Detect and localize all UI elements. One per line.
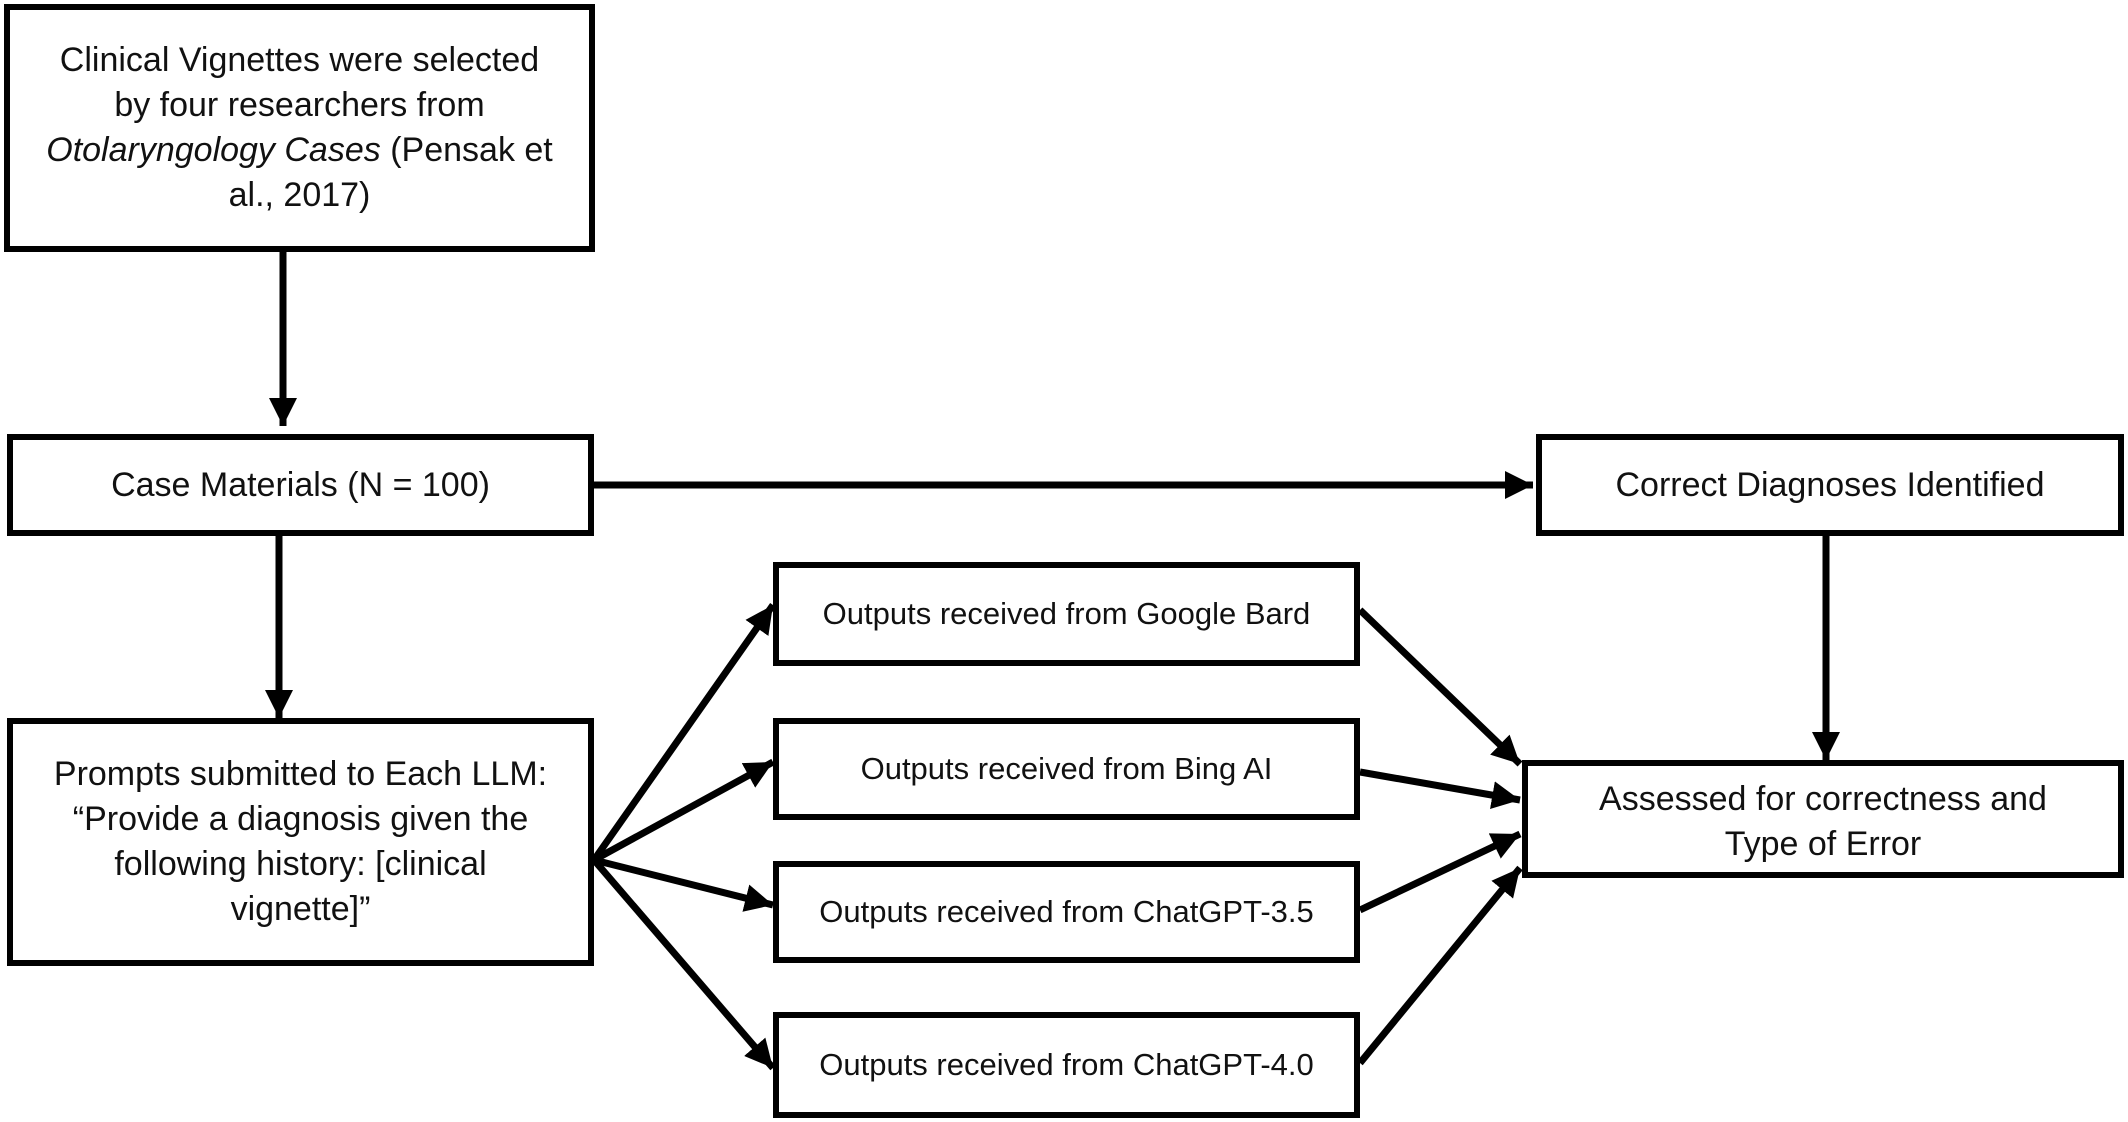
assessed-line-1: Assessed for correctness and — [1599, 780, 2047, 819]
prompts-line-1: Prompts submitted to Each LLM: — [53, 755, 548, 794]
node-output-google-bard: Outputs received from Google Bard — [773, 562, 1360, 666]
arrow-gpt40-to-assessed — [1357, 865, 1523, 1066]
arrow-gpt35-to-assessed — [1358, 830, 1522, 914]
vignettes-line-3: Otolaryngology Cases (Pensak et — [46, 128, 553, 173]
prompts-line-3: following history: [clinical — [114, 845, 487, 883]
output-gpt40-label: Outputs received from ChatGPT-4.0 — [819, 1046, 1314, 1082]
vignettes-line-2: by four researchers from — [114, 86, 485, 125]
arrow-prompts-to-bing — [592, 758, 775, 864]
arrow-prompts-to-gpt35 — [593, 856, 774, 912]
output-gpt35-label: Outputs received from ChatGPT-3.5 — [819, 893, 1314, 929]
prompts-line-4: vignette]” — [230, 889, 371, 928]
node-output-chatgpt-35: Outputs received from ChatGPT-3.5 — [773, 861, 1360, 963]
node-output-chatgpt-40: Outputs received from ChatGPT-4.0 — [773, 1012, 1360, 1118]
vignettes-line-1: Clinical Vignettes were selected — [59, 41, 540, 80]
node-prompts: Prompts submitted to Each LLM: “Provide … — [7, 718, 594, 966]
node-correct-diagnoses: Correct Diagnoses Identified — [1536, 434, 2124, 536]
arrow-bard-to-assessed — [1357, 607, 1523, 767]
arrow-prompts-to-gpt40 — [591, 857, 776, 1071]
assessed-line-2: Type of Error — [1724, 825, 1922, 863]
node-output-bing-ai: Outputs received from Bing AI — [773, 718, 1360, 820]
output-bing-label: Outputs received from Bing AI — [860, 750, 1273, 786]
node-case-materials: Case Materials (N = 100) — [7, 434, 594, 536]
arrow-bing-to-assessed — [1359, 768, 1521, 809]
vignettes-line-4: al., 2017) — [228, 175, 371, 214]
node-assessed: Assessed for correctness and Type of Err… — [1522, 760, 2124, 878]
book-title: Otolaryngology Cases — [46, 131, 381, 169]
correct-diagnoses-label: Correct Diagnoses Identified — [1615, 465, 2045, 504]
citation-part: (Pensak et — [380, 131, 553, 169]
output-bard-label: Outputs received from Google Bard — [822, 595, 1311, 631]
prompts-line-2: “Provide a diagnosis given the — [72, 800, 529, 839]
arrow-prompts-to-bard — [591, 602, 776, 863]
case-materials-label: Case Materials (N = 100) — [111, 465, 490, 504]
node-clinical-vignettes: Clinical Vignettes were selected by four… — [4, 4, 595, 252]
